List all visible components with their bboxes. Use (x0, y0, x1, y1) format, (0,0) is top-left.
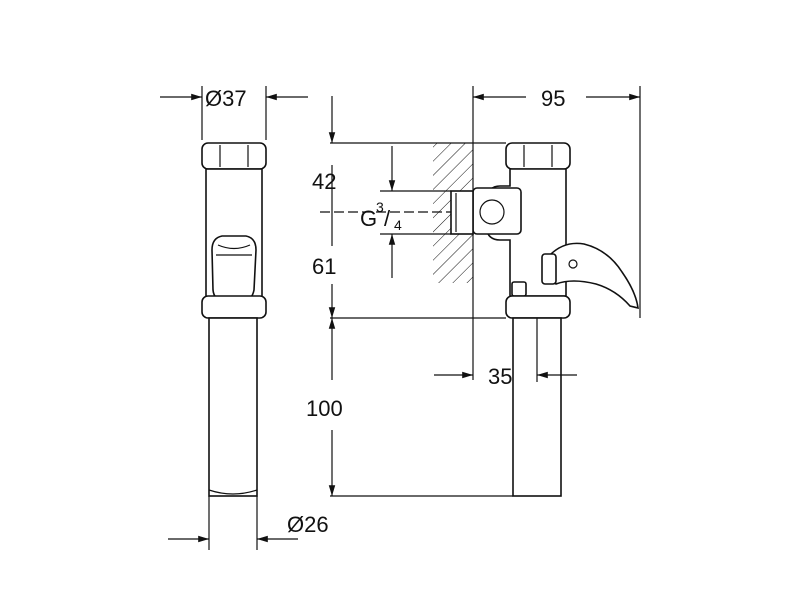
top-nut (201, 142, 267, 170)
thread-letter: G (360, 206, 377, 231)
thread-numerator: 3 (376, 199, 384, 215)
dim-height-lower: 61 (312, 254, 336, 279)
dim-width-total: 95 (541, 86, 565, 111)
small-cap (511, 281, 527, 297)
side-bottom-nut (505, 295, 571, 319)
outlet-pipe (208, 317, 258, 497)
dim-diameter-top: Ø37 (205, 86, 247, 111)
dim-height-upper: 42 (312, 169, 336, 194)
vertical-dimensions (320, 96, 513, 497)
logo-mark (217, 244, 251, 250)
flush-lever (543, 242, 639, 310)
thread-slash: / (384, 206, 391, 231)
thread-label: G 3 / 4 (360, 199, 402, 233)
side-view (433, 86, 641, 497)
dim-diameter-bottom: Ø26 (287, 512, 329, 537)
dim-height-pipe: 100 (306, 396, 343, 421)
front-view (160, 86, 308, 550)
dim-offset: 35 (488, 364, 512, 389)
lever-stop (541, 253, 557, 285)
pipe-end (208, 489, 258, 495)
inlet-hole (479, 199, 505, 225)
bottom-nut (201, 295, 267, 319)
lever-pivot (568, 259, 578, 269)
side-top-nut (505, 142, 571, 170)
thread-denominator: 4 (394, 217, 402, 233)
thread-connector (450, 190, 474, 235)
